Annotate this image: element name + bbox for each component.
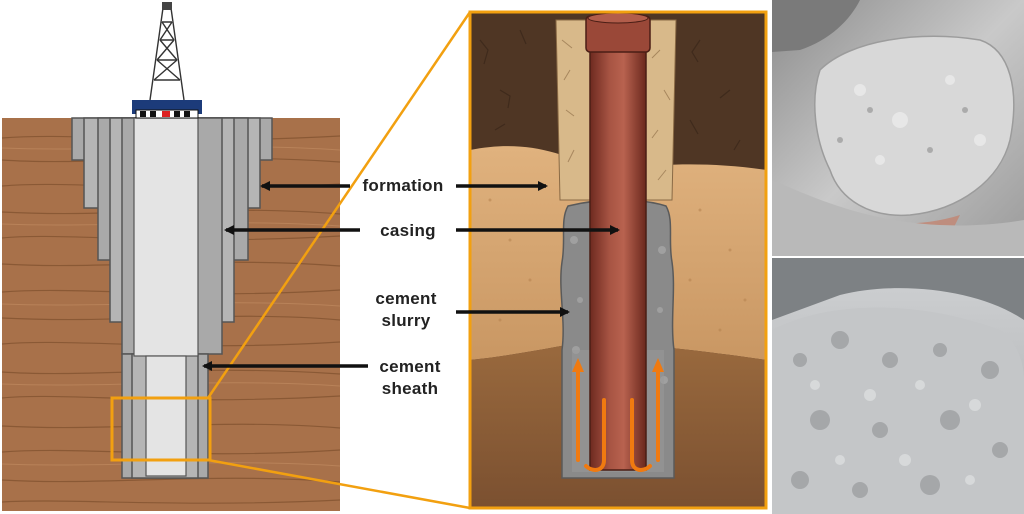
zoom-panel-border — [468, 10, 768, 510]
zoom-highlight-box — [110, 396, 212, 462]
zoom-connector-bottom — [207, 458, 471, 510]
label-cement-sheath: cement sheath — [360, 356, 460, 400]
label-casing: casing — [380, 221, 436, 240]
label-cement-slurry: cement slurry — [356, 288, 456, 332]
wellbore-interior — [133, 117, 199, 357]
casing-pipe — [589, 45, 647, 471]
label-cement-sheath-line2: sheath — [381, 379, 439, 398]
annotation-arrows — [202, 181, 620, 371]
cement-flow-arrows — [576, 368, 660, 472]
label-formation: formation — [362, 176, 444, 195]
label-cement-slurry-line1: cement — [375, 289, 437, 308]
photo-cement-powder-hand — [772, 0, 1024, 256]
drilling-rig-icon — [132, 2, 202, 119]
zoom-connector-top — [206, 11, 472, 399]
photo-cement-pile — [772, 258, 1024, 514]
well-cross-section — [1, 2, 472, 511]
label-cement-slurry-line2: slurry — [381, 311, 431, 330]
label-cement-sheath-line1: cement — [379, 357, 441, 376]
zoom-detail-panel — [468, 10, 768, 510]
